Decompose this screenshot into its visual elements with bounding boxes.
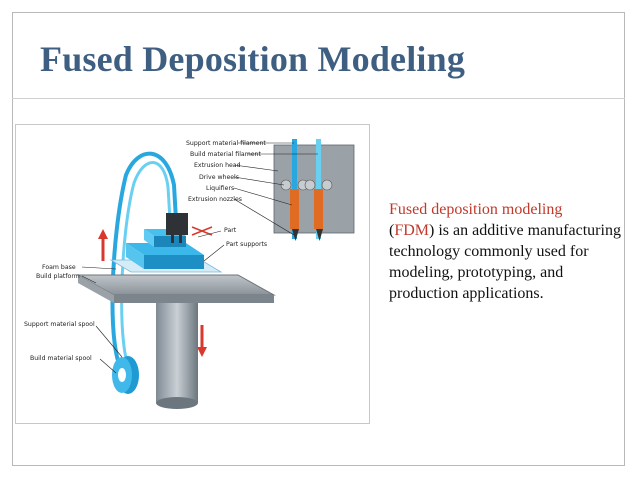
motion-arrow-xy bbox=[191, 226, 213, 236]
fdm-illustration: Support material filament Build material… bbox=[24, 139, 355, 409]
fdm-diagram: Support material filament Build material… bbox=[15, 124, 370, 424]
term-highlight: Fused deposition modeling bbox=[389, 201, 563, 218]
build-filament bbox=[110, 151, 178, 375]
label-part: Part bbox=[224, 227, 237, 234]
description-text: is an additive manufacturing technology … bbox=[389, 222, 621, 302]
motion-arrow-up bbox=[98, 229, 108, 239]
description: Fused deposition modeling (FDM) is an add… bbox=[389, 199, 631, 304]
label-build-platform: Build platform bbox=[36, 273, 80, 280]
label-drive-wheels: Drive wheels bbox=[199, 174, 239, 181]
label-extrusion-nozzles: Extrusion nozzles bbox=[188, 196, 242, 203]
slide-frame bbox=[12, 12, 625, 466]
label-support-filament: Support material filament bbox=[186, 140, 266, 147]
label-extrusion-head: Extrusion head bbox=[194, 162, 241, 169]
label-build-filament: Build material filament bbox=[190, 151, 261, 158]
support-filament bbox=[120, 161, 172, 374]
motion-arrow-down bbox=[197, 347, 207, 357]
abbr-open: ( bbox=[389, 222, 395, 239]
label-build-spool: Build material spool bbox=[30, 355, 92, 362]
label-foam-base: Foam base bbox=[42, 264, 76, 271]
label-support-spool: Support material spool bbox=[24, 321, 95, 328]
label-part-supports: Part supports bbox=[226, 241, 267, 248]
column bbox=[156, 285, 198, 403]
label-liquifiers: Liquifiers bbox=[206, 185, 234, 192]
title-divider bbox=[12, 98, 625, 99]
slide-title: Fused Deposition Modeling bbox=[40, 39, 466, 79]
abbr-highlight: FDM bbox=[394, 222, 430, 239]
abbr-close: ) bbox=[429, 222, 435, 239]
extrusion-head bbox=[166, 213, 188, 235]
